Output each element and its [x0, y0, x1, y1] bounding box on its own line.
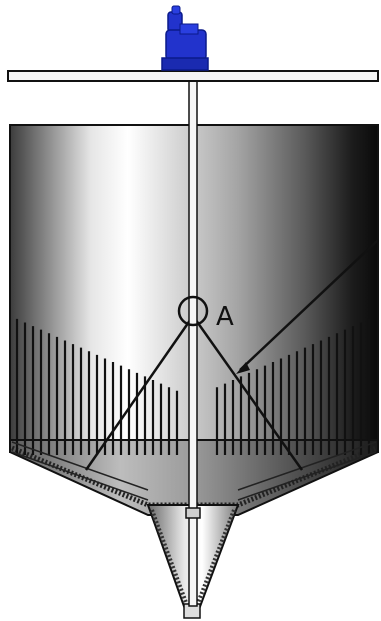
detail-marker-circle [177, 295, 209, 327]
tie-rod-left [84, 315, 195, 471]
outlet-hatch-left [150, 509, 190, 609]
rake-arm [237, 451, 377, 501]
rake-arm [11, 441, 149, 491]
shaft-coupling [185, 507, 201, 519]
central-drive-shaft [188, 77, 198, 607]
leader-arrowhead [236, 362, 250, 374]
vertical-picket-rakes [11, 318, 377, 501]
support-beam [7, 70, 379, 82]
leader-line-A [239, 239, 379, 371]
blue-drive-motor-icon [161, 5, 209, 71]
outlet-hatch-right [194, 509, 236, 609]
tie-rod-right [191, 315, 304, 471]
detail-marker-label: A [216, 302, 234, 332]
rake-arm [237, 441, 377, 491]
rake-arm [11, 451, 149, 501]
